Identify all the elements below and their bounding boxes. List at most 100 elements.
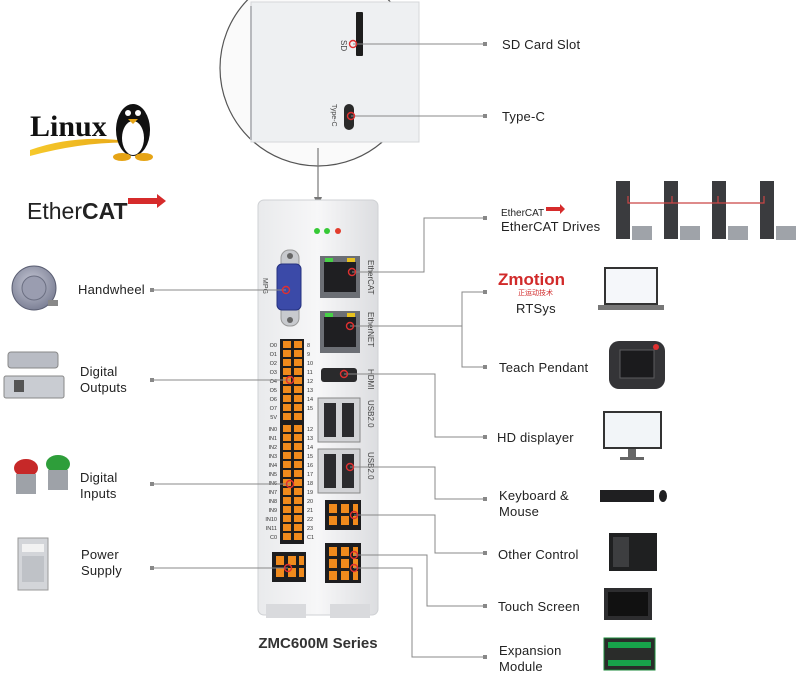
ethercat-port-marking: EtherCAT [366,260,375,295]
label-type-c: Type-C [502,109,546,124]
input-terminal-pin-r-6 [294,479,302,486]
connection-point-2 [347,267,357,277]
label-keyboard-mouse: Keyboard &Mouse [499,488,569,519]
input-terminal-right-label: 23 [307,526,313,532]
input-terminal-pin-r-7 [294,488,302,495]
label-anchor-5 [483,435,487,439]
other-control-connector [325,500,361,530]
input-terminal-left-label: IN9 [268,508,277,514]
input-terminal-pin-r-1 [294,434,302,441]
output-terminal-right-label: 13 [307,388,313,394]
input-terminal-right-label: C1 [307,535,314,541]
power-connector [272,552,306,582]
input-terminal-pin-r-4 [294,461,302,468]
led-run [314,228,320,234]
ethernet-rj45-port [320,311,360,353]
input-terminal-left-label: IN1 [268,436,277,442]
output-terminal-left-label: O0 [270,343,277,349]
input-terminal-pin-5 [283,470,291,477]
input-terminal-left-label: IN11 [266,526,277,532]
led-pwr [335,228,341,234]
label-anchor-4 [483,365,487,369]
input-terminal-pin-2 [283,443,291,450]
input-terminal-pin-4 [283,461,291,468]
cylinder-valve-icon [3,351,65,399]
connection-dots [150,39,487,659]
input-terminal-pin-11 [283,524,291,531]
output-terminal-pin-r-3 [294,368,302,375]
label-sd-card-slot: SD Card Slot [502,37,581,52]
zmotion-subtitle: 正运动技术 [518,288,553,297]
connection-point-4 [339,369,349,379]
linux-wordmark: Linux [30,110,107,143]
output-terminal-pin-1 [283,350,291,357]
input-terminal-right-label: 21 [307,508,313,514]
connection-lines [152,43,485,658]
input-terminal-left-label: IN5 [268,472,277,478]
label-rtsys: RTSys [516,301,556,316]
label-other-control: Other Control [498,547,579,562]
handwheel-icon [11,265,58,311]
output-terminal-pin-r-8 [294,413,302,420]
input-terminal-pin-0 [283,425,291,432]
magnifier-callout: SD Type-C [219,0,420,207]
sd-card-slot-icon [356,12,363,56]
input-terminal-pin-1 [283,434,291,441]
input-terminal-pin-12 [283,533,291,540]
output-terminal-pin-3 [283,368,291,375]
usb-marking-upper: USB2.0 [366,400,375,428]
output-terminal-left-label: O3 [270,370,277,376]
output-terminal-right-label: 9 [307,352,310,358]
label-anchor-6 [483,497,487,501]
input-terminal-pin-r-12 [294,533,302,540]
output-terminal-left-label: O7 [270,406,277,412]
line-hd-displayer [344,373,485,438]
hdmi-port [321,368,357,382]
mpg-db-port [276,249,302,327]
zmc600m-controller: MPG EtherCAT EtherNET HDMI USB2.0 [257,199,379,618]
zmotion-wordmark: Zmotion [498,270,565,289]
magnified-controller-top [250,1,420,143]
label-anchor-9 [483,655,487,659]
connection-point-5 [345,462,355,472]
output-terminal-pin-r-1 [294,350,302,357]
label-hd-displayer: HD displayer [497,430,574,445]
input-terminal-left-label: IN2 [268,445,277,451]
model-title: ZMC600M Series [258,635,377,652]
plc-icon [609,533,657,571]
ethercat-logo-large: Ether CAT [27,194,166,224]
ethercat-small-arrow-icon [546,204,565,214]
output-terminal-right-label: 12 [307,379,313,385]
connection-point-7 [349,550,359,560]
input-terminal-pin-10 [283,515,291,522]
ethercat-rj45-port [320,256,360,298]
input-terminal-right-label: 20 [307,499,313,505]
output-terminal-pin-5 [283,386,291,393]
mpg-marking: MPG [261,278,268,294]
output-terminal-pin-r-7 [294,404,302,411]
connection-point-12 [283,563,293,573]
label-anchor-0 [483,42,487,46]
output-terminal-pin-r-5 [294,386,302,393]
output-terminal-right-label: 8 [307,343,310,349]
ethernet-port-marking: EtherNET [366,312,375,347]
usb-port-lower [317,448,361,494]
input-terminal-pin-8 [283,497,291,504]
input-terminal-right-label: 22 [307,517,313,523]
input-terminal-right-label: 12 [307,427,313,433]
ethercat-small-logo: EtherCAT [501,204,565,219]
output-terminal-left-label: O6 [270,397,277,403]
connection-point-9 [281,285,291,295]
power-supply-icon [17,537,49,591]
input-terminal-right-label: 18 [307,481,313,487]
input-terminal-left-label: IN8 [268,499,277,505]
input-terminal-pin-9 [283,506,291,513]
line-teach-pendant [461,326,485,368]
led-alm [324,228,330,234]
input-terminal-pin-r-10 [294,515,302,522]
output-terminal-left-label: O1 [270,352,277,358]
